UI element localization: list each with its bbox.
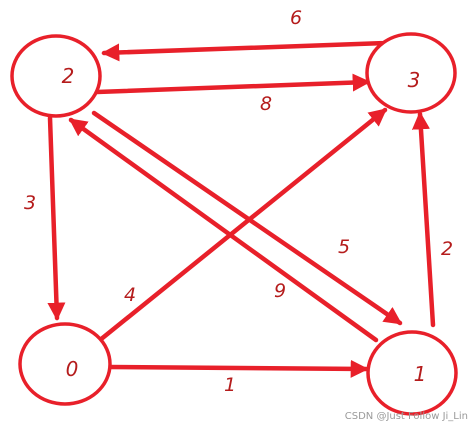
edge-0-1 [105, 359, 369, 378]
weight-1-2: 9 [274, 280, 286, 302]
edge-3-2 [101, 40, 390, 62]
weight-2-3: 8 [260, 93, 272, 115]
edge-2-3 [94, 73, 371, 95]
edge-1-3 [411, 111, 436, 328]
edge-2-0 [47, 115, 66, 321]
edge-0-3 [97, 107, 388, 343]
watermark: CSDN @Just Follow Ji_Lin [345, 411, 468, 422]
weight-3-2: 6 [290, 7, 302, 29]
node-3-label: 3 [408, 68, 421, 92]
weight-0-1: 1 [224, 374, 236, 396]
weight-2-1: 5 [338, 236, 350, 258]
node-2: 2 [10, 34, 102, 118]
node-3: 3 [365, 32, 457, 114]
node-0-label: 0 [66, 357, 79, 381]
node-0: 0 [18, 322, 112, 406]
node-1-label: 1 [414, 362, 427, 386]
weight-1-3: 2 [441, 238, 453, 260]
weight-2-0: 3 [24, 192, 36, 214]
node-2-label: 2 [62, 64, 75, 88]
weight-0-3: 4 [124, 284, 136, 306]
edge-2-1 [91, 110, 403, 326]
edge-1-2 [68, 117, 379, 343]
node-1: 1 [366, 330, 458, 416]
